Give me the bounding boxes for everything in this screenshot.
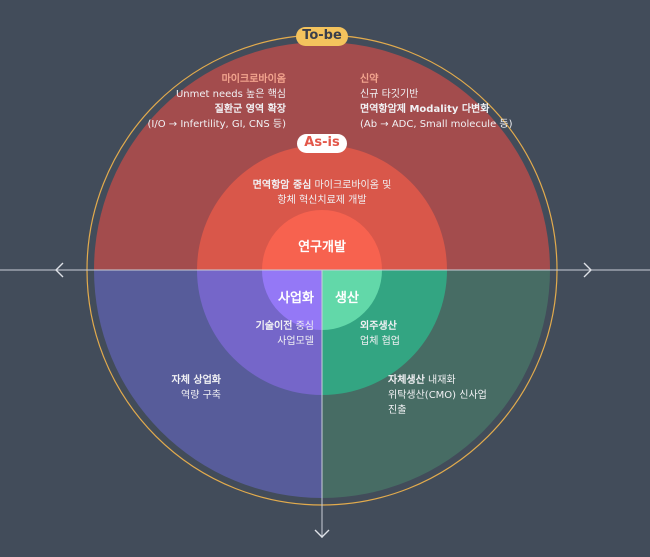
to-be-commercial-line2: 역량 구축 bbox=[181, 390, 221, 401]
to-be-commercial-block: 자체 상업화 역량 구축 bbox=[120, 373, 221, 403]
to-be-production-rest: 내재화 bbox=[424, 375, 456, 386]
as-is-research-bold: 면역항암 중심 bbox=[252, 180, 312, 191]
chevron-left-icon bbox=[55, 262, 64, 278]
hub-production-label: 생산 bbox=[335, 291, 359, 306]
as-is-business-line1: 기술이전 중심 bbox=[200, 319, 314, 334]
as-is-production-line1: 외주생산 bbox=[360, 321, 397, 332]
to-be-badge: To-be bbox=[296, 27, 348, 46]
as-is-business-rest: 중심 bbox=[292, 321, 314, 332]
microbiome-line3: 질환군 영역 확장 bbox=[214, 104, 286, 115]
to-be-production-block: 자체생산 내재화 위탁생산(CMO) 신사업 진출 bbox=[388, 373, 538, 418]
to-be-microbiome-block: 마이크로바이옴 Unmet needs 높은 핵심 질환군 영역 확장 (I/O… bbox=[130, 72, 287, 132]
new-drug-line4: (Ab → ADC, Small molecule 등) bbox=[360, 119, 513, 130]
new-drug-line2: 신규 타깃기반 bbox=[360, 89, 419, 100]
hub-production bbox=[322, 270, 382, 330]
to-be-production-bold: 자체생산 bbox=[388, 375, 425, 386]
as-is-production-block: 외주생산 업체 협업 bbox=[360, 319, 450, 349]
as-is-production-line2: 업체 협업 bbox=[360, 336, 400, 347]
microbiome-line2: Unmet needs 높은 핵심 bbox=[175, 89, 286, 100]
microbiome-heading: 마이크로바이옴 bbox=[221, 74, 286, 85]
hub-business-label: 사업화 bbox=[278, 291, 314, 306]
as-is-business-bold: 기술이전 bbox=[255, 321, 293, 332]
as-is-badge: As-is bbox=[297, 134, 347, 153]
to-be-commercial-line1: 자체 상업화 bbox=[171, 375, 221, 386]
to-be-production-line1: 자체생산 내재화 bbox=[388, 373, 538, 388]
as-is-research-line2: 항체 혁신치료제 개발 bbox=[277, 195, 367, 206]
chevron-down-icon bbox=[314, 529, 330, 538]
new-drug-heading: 신약 bbox=[360, 74, 379, 85]
hub-business bbox=[262, 270, 322, 330]
as-is-research-block: 면역항암 중심 마이크로바이옴 및 항체 혁신치료제 개발 bbox=[232, 178, 412, 208]
chevron-right-icon bbox=[583, 262, 592, 278]
new-drug-line3: 면역항암제 Modality 다변화 bbox=[360, 104, 490, 115]
hub-research-label: 연구개발 bbox=[298, 240, 346, 255]
microbiome-line4: (I/O → Infertility, GI, CNS 등) bbox=[147, 119, 287, 130]
as-is-business-block: 기술이전 중심 사업모델 bbox=[200, 319, 314, 349]
to-be-production-line2: 위탁생산(CMO) 신사업 bbox=[388, 390, 487, 401]
as-is-research-line1: 면역항암 중심 마이크로바이옴 및 bbox=[232, 178, 412, 193]
as-is-business-line2: 사업모델 bbox=[277, 336, 314, 347]
as-is-research-rest: 마이크로바이옴 및 bbox=[311, 180, 392, 191]
hub-research bbox=[262, 210, 382, 270]
to-be-new-drug-block: 신약 신규 타깃기반 면역항암제 Modality 다변화 (Ab → ADC,… bbox=[360, 72, 530, 132]
to-be-production-line3: 진출 bbox=[388, 405, 407, 416]
